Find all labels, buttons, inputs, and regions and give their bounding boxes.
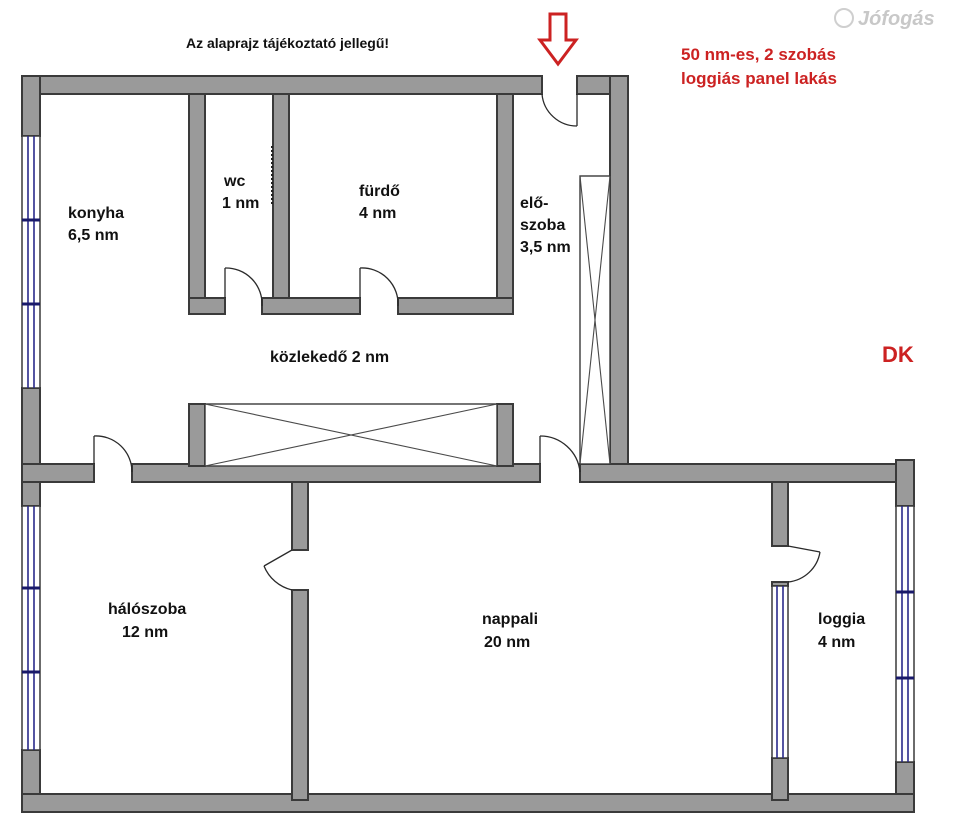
watermark-text: Jófogás <box>858 8 935 30</box>
room-area: 4 nm <box>818 634 855 651</box>
room-name: nappali <box>482 611 538 628</box>
room-name: fürdő <box>359 183 400 200</box>
walls <box>21 75 915 813</box>
room-name: hálószoba <box>108 601 186 618</box>
room-area: 20 nm <box>484 634 530 651</box>
room-area: 3,5 nm <box>520 239 571 256</box>
room-eloszoba: elő- szoba 3,5 nm <box>520 195 571 256</box>
konyha-door <box>93 435 133 473</box>
haloszoba-door <box>263 549 293 591</box>
disclaimer-note: Az alaprajz tájékoztató jellegű! <box>186 35 389 51</box>
orientation-label: DK <box>882 342 914 367</box>
room-area: 6,5 nm <box>68 227 119 244</box>
arrow-down-icon <box>537 12 579 67</box>
listing-title-line2: loggiás panel lakás <box>681 69 837 88</box>
room-name-line1: elő- <box>520 195 548 212</box>
room-name: loggia <box>818 611 865 628</box>
loggia-door <box>787 545 821 583</box>
room-wc: wc 1 nm <box>222 173 259 212</box>
furdo-door <box>359 267 399 307</box>
room-haloszoba: hálószoba 12 nm <box>108 601 186 641</box>
room-name-line2: szoba <box>520 217 565 234</box>
room-furdo: fürdő 4 nm <box>359 183 400 222</box>
entrance-door <box>541 93 578 127</box>
wardrobe-shaft <box>579 175 611 465</box>
room-loggia: loggia 4 nm <box>818 611 865 651</box>
room-area: 12 nm <box>122 624 168 641</box>
room-konyha: konyha 6,5 nm <box>68 205 124 244</box>
room-kozlekedo: közlekedő 2 nm <box>270 349 389 366</box>
room-area: 1 nm <box>222 195 259 212</box>
room-name: wc <box>223 173 245 190</box>
watermark: Jófogás <box>834 8 935 30</box>
room-area: 4 nm <box>359 205 396 222</box>
listing-title-line1: 50 nm-es, 2 szobás <box>681 45 836 64</box>
doors <box>93 93 821 591</box>
eloszoba-door <box>539 435 581 473</box>
corridor-cabinet <box>204 403 498 467</box>
room-name: konyha <box>68 205 124 222</box>
wc-door <box>224 267 263 307</box>
room-nappali: nappali 20 nm <box>482 611 538 651</box>
watermark-logo-icon <box>834 8 854 28</box>
room-label: közlekedő 2 nm <box>270 349 389 366</box>
windows <box>21 135 915 763</box>
